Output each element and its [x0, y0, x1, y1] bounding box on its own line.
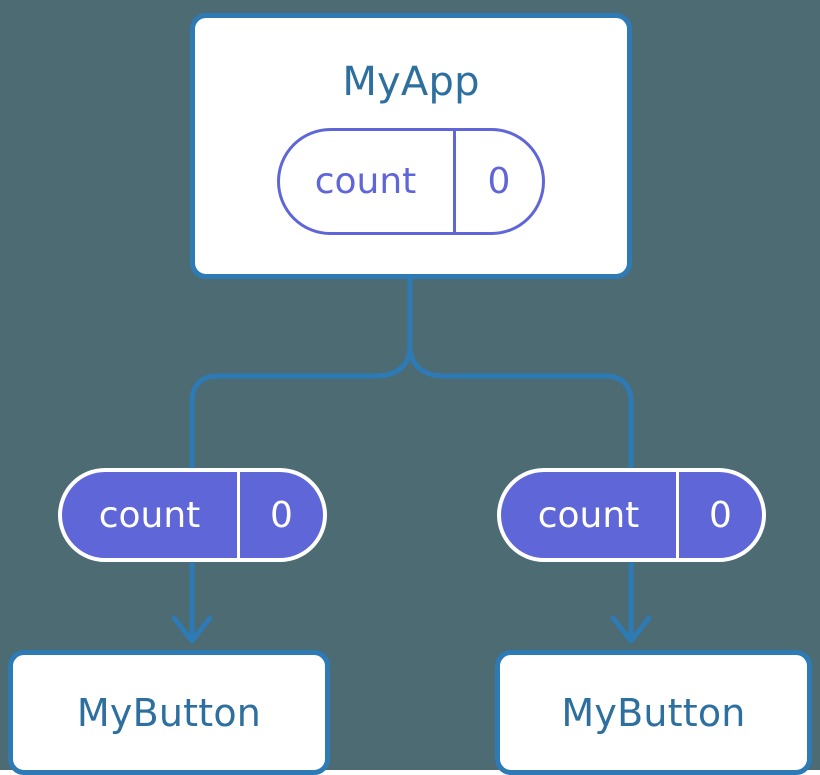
state-pill-mybutton-left-key: count	[98, 494, 201, 536]
component-title-mybutton-right: MyButton	[561, 690, 746, 735]
component-title-mybutton-left: MyButton	[76, 690, 262, 735]
component-title-myapp: MyApp	[342, 59, 480, 105]
component-box-mybutton-left[interactable]: MyButton	[8, 650, 330, 775]
state-pill-mybutton-right-value: 0	[676, 472, 762, 558]
state-arrow-left-head	[171, 615, 213, 644]
state-pill-myapp-key: count	[314, 161, 417, 202]
state-pill-mybutton-left[interactable]: count 0	[58, 468, 327, 562]
state-pill-mybutton-right[interactable]: count 0	[497, 468, 766, 562]
state-pill-myapp[interactable]: count 0	[277, 128, 545, 235]
state-pill-myapp-value: 0	[453, 131, 542, 232]
state-pill-mybutton-left-value: 0	[237, 472, 323, 558]
tree-connector-left-branch	[189, 343, 413, 481]
component-box-mybutton-right[interactable]: MyButton	[495, 650, 812, 775]
tree-connector-trunk	[407, 275, 634, 481]
state-pill-mybutton-right-key: count	[537, 494, 640, 536]
state-arrow-right-head	[610, 615, 652, 644]
